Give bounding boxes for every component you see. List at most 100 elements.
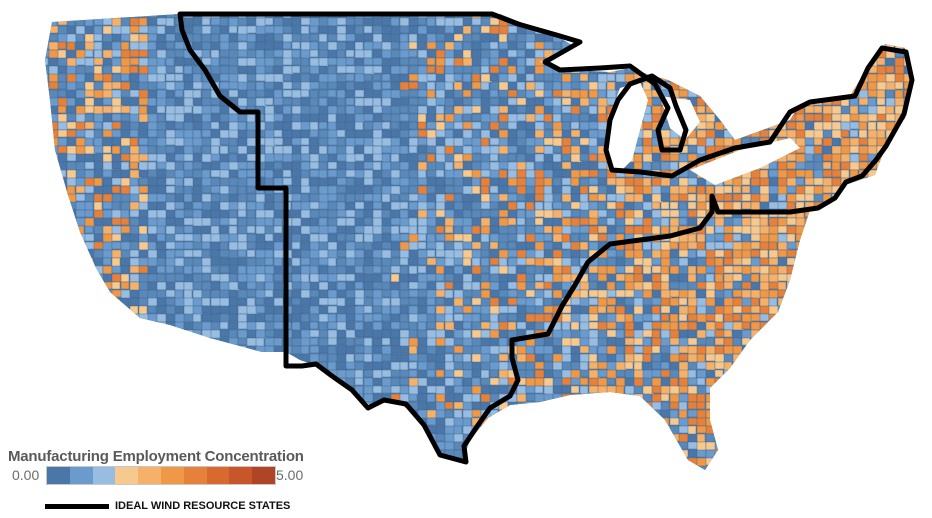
county-cell <box>48 233 59 242</box>
county-cell <box>471 321 483 331</box>
county-cell <box>561 201 573 211</box>
county-cell <box>543 73 555 82</box>
county-cell <box>174 153 186 162</box>
county-cell <box>894 193 904 202</box>
county-cell <box>93 305 106 316</box>
county-cell <box>543 273 554 284</box>
county-cell <box>237 137 249 148</box>
county-cell <box>723 14 734 20</box>
county-cell <box>426 17 436 28</box>
county-cell <box>66 225 76 234</box>
county-cell <box>390 193 400 202</box>
county-cell <box>444 289 454 300</box>
county-cell <box>336 361 348 371</box>
county-cell <box>534 377 545 387</box>
county-cell <box>678 217 688 226</box>
county-cell <box>336 201 346 211</box>
county-cell <box>246 57 257 67</box>
county-cell <box>840 137 851 147</box>
county-cell <box>48 33 59 42</box>
county-cell <box>615 265 626 274</box>
county-cell <box>291 401 302 410</box>
county-cell <box>228 81 240 90</box>
county-cell <box>129 353 141 362</box>
county-cell <box>138 81 150 92</box>
county-cell <box>822 321 832 330</box>
county-cell <box>687 321 698 331</box>
county-cell <box>813 57 823 67</box>
county-cell <box>741 369 752 380</box>
county-cell <box>219 217 231 226</box>
county-cell <box>913 394 923 402</box>
county-cell <box>120 17 131 28</box>
county-cell <box>714 73 727 83</box>
county-cell <box>372 377 383 386</box>
county-cell <box>201 17 211 26</box>
county-cell <box>840 17 853 26</box>
county-cell <box>75 185 86 194</box>
county-cell <box>813 153 823 164</box>
county-cell <box>45 377 52 387</box>
county-cell <box>426 337 437 348</box>
county-cell <box>327 313 337 323</box>
county-cell <box>165 409 178 418</box>
county-cell <box>48 145 59 155</box>
county-cell <box>327 97 339 107</box>
county-cell <box>417 129 429 138</box>
county-cell <box>813 169 824 180</box>
county-cell <box>246 289 257 298</box>
county-cell <box>894 409 905 420</box>
county-cell <box>876 225 888 234</box>
county-cell <box>642 401 654 411</box>
county-cell <box>345 57 355 66</box>
county-cell <box>786 353 796 362</box>
county-cell <box>390 353 400 363</box>
county-cell <box>615 249 625 258</box>
county-cell <box>354 129 364 139</box>
county-cell <box>219 393 232 402</box>
county-cell <box>633 369 645 379</box>
county-cell <box>903 201 912 212</box>
county-cell <box>876 81 888 91</box>
county-cell <box>75 73 86 84</box>
county-cell <box>507 273 517 284</box>
county-cell <box>624 337 636 346</box>
county-cell <box>201 273 212 282</box>
county-cell <box>174 89 184 98</box>
county-cell <box>813 217 826 228</box>
county-cell <box>849 353 860 362</box>
county-cell <box>732 105 742 116</box>
county-cell <box>804 337 815 346</box>
county-cell <box>57 345 70 355</box>
county-cell <box>102 25 113 36</box>
county-cell <box>723 73 733 84</box>
county-cell <box>651 241 662 252</box>
county-cell <box>300 121 311 131</box>
county-cell <box>354 265 364 274</box>
county-cell <box>705 233 716 244</box>
county-cell <box>507 65 517 75</box>
county-cell <box>498 305 510 314</box>
county-cell <box>759 273 770 284</box>
county-cell <box>381 81 392 90</box>
county-cell <box>381 73 391 82</box>
county-cell <box>579 73 589 82</box>
county-cell <box>300 137 310 146</box>
county-cell <box>174 81 186 91</box>
county-cell <box>444 313 454 323</box>
county-cell <box>534 89 545 98</box>
county-cell <box>507 153 517 162</box>
county-cell <box>525 57 537 67</box>
county-cell <box>237 401 247 411</box>
county-cell <box>507 401 518 410</box>
county-cell <box>588 161 600 171</box>
county-cell <box>651 393 663 403</box>
county-cell <box>120 57 132 68</box>
county-cell <box>183 105 193 114</box>
county-cell <box>507 217 517 226</box>
county-cell <box>885 14 896 19</box>
county-cell <box>777 41 787 50</box>
county-cell <box>705 14 716 18</box>
county-cell <box>354 161 364 171</box>
county-cell <box>363 137 374 148</box>
